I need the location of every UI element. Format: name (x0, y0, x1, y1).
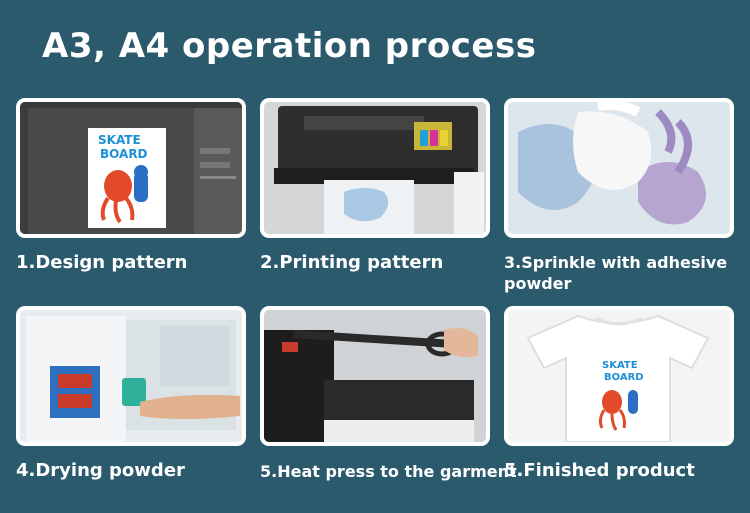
step-4-caption: 4.Drying powder (16, 460, 185, 481)
step-5-caption: 5.Heat press to the garment (260, 462, 517, 481)
skate-board-artwork: SKATE BOARD (98, 133, 148, 224)
step-3-caption: 3.Sprinkle with adhesive powder (504, 253, 728, 293)
step-6-caption: 5.Finished product (504, 460, 695, 481)
svg-text:SKATE: SKATE (602, 360, 638, 371)
drying-powder-photo (16, 306, 246, 446)
sprinkle-powder-photo (504, 98, 734, 238)
step-1-caption: 1.Design pattern (16, 252, 188, 273)
svg-text:BOARD: BOARD (100, 147, 148, 161)
printing-pattern-photo (260, 98, 490, 238)
svg-text:SKATE: SKATE (98, 133, 141, 147)
step-2-caption: 2.Printing pattern (260, 252, 444, 273)
finished-tshirt-photo: SKATE BOARD (504, 306, 734, 446)
svg-text:BOARD: BOARD (604, 372, 644, 383)
page-title: A3, A4 operation process (42, 26, 537, 66)
heat-press-photo (260, 306, 490, 446)
design-pattern-photo: SKATE BOARD (16, 98, 246, 238)
